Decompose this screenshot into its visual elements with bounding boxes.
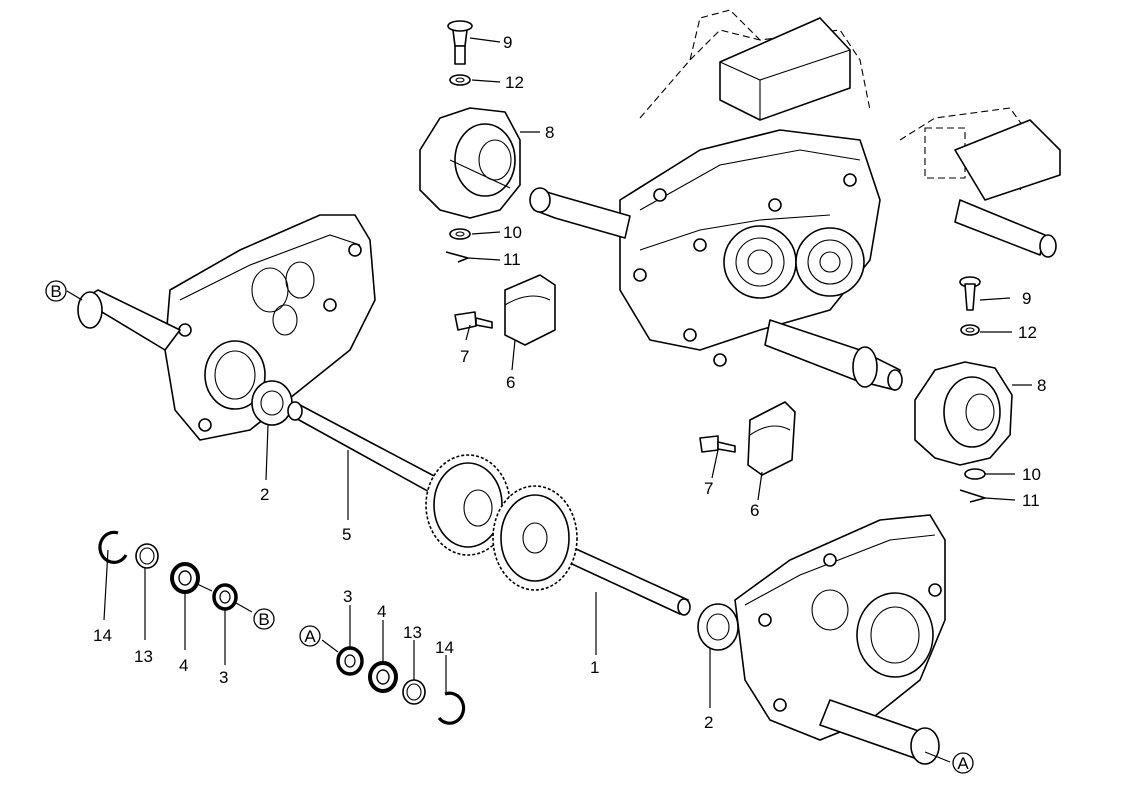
callout-4-center: 4: [377, 602, 386, 621]
left-ring-set: [98, 530, 253, 613]
leader-lines: [66, 37, 1032, 763]
callout-14-center: 14: [435, 638, 454, 657]
clamp-right: [699, 401, 796, 476]
callout-9-right: 9: [1022, 289, 1031, 308]
reference-marker-a-center: A: [299, 625, 321, 647]
reference-marker-b-top: B: [45, 280, 67, 302]
callout-7-left: 7: [460, 347, 469, 366]
sprocket-stack-top: [419, 20, 521, 263]
transaxle-assembly: [529, 9, 1061, 391]
callout-9-top: 9: [503, 33, 512, 52]
callout-4-left: 4: [179, 656, 188, 675]
svg-text:A: A: [304, 627, 316, 646]
reference-marker-a-right: A: [952, 752, 974, 774]
callout-10-top: 10: [503, 223, 522, 242]
callout-1: 1: [590, 658, 599, 677]
callout-2-right: 2: [704, 713, 713, 732]
callout-5: 5: [342, 525, 351, 544]
svg-text:B: B: [50, 282, 61, 301]
callout-8-right: 8: [1037, 376, 1046, 395]
svg-text:A: A: [957, 754, 969, 773]
svg-text:B: B: [258, 610, 269, 629]
callout-13-left: 13: [134, 647, 153, 666]
callout-13-center: 13: [403, 623, 422, 642]
callout-7-right: 7: [704, 479, 713, 498]
right-half-case: [697, 514, 946, 765]
callout-11-top: 11: [503, 250, 521, 269]
callout-11-right: 11: [1022, 491, 1040, 510]
shafts-and-gears: [287, 401, 691, 616]
callout-12-right: 12: [1018, 323, 1037, 342]
reference-marker-b-left: B: [253, 608, 275, 630]
callout-labels: 9 12 8 10 11 7 6 2 5 14 13 4 3 3 4 13 14…: [93, 33, 1046, 732]
sprocket-stack-right: [914, 276, 1013, 503]
callout-10-right: 10: [1022, 465, 1041, 484]
callout-6-right: 6: [750, 501, 759, 520]
left-half-case: [77, 214, 376, 441]
callout-2-left: 2: [260, 485, 269, 504]
callout-6-left: 6: [506, 373, 515, 392]
callout-3-left: 3: [219, 668, 228, 687]
callout-12-top: 12: [505, 73, 524, 92]
clamp-left: [454, 274, 556, 346]
callout-8-top: 8: [545, 123, 554, 142]
callout-3-center: 3: [343, 587, 352, 606]
callout-14-left: 14: [93, 626, 112, 645]
